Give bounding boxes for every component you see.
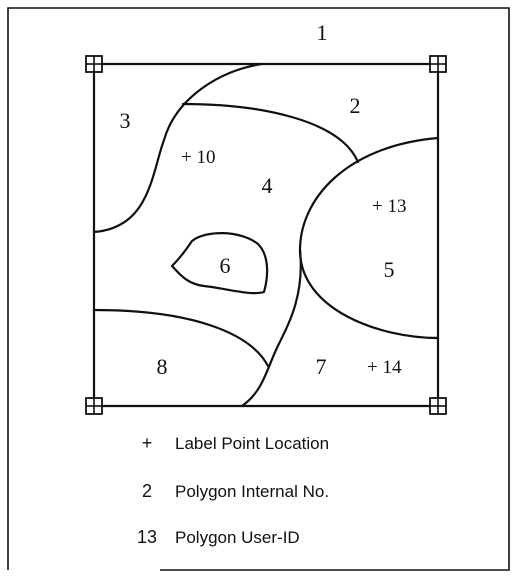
legend-symbol-plus: +	[142, 433, 153, 453]
polygon-number-7: 7	[316, 354, 327, 379]
legend: + Label Point Location 2 Polygon Interna…	[137, 433, 329, 547]
corner-tic-bottom-left	[85, 397, 103, 415]
legend-symbol-internal-no: 2	[142, 481, 152, 501]
corner-tic-bottom-right	[429, 397, 447, 415]
polygon-number-3: 3	[120, 108, 131, 133]
legend-symbol-user-id: 13	[137, 527, 157, 547]
legend-text-label-point: Label Point Location	[175, 434, 329, 453]
arc-2-4	[181, 102, 360, 164]
corner-tic-top-right	[429, 55, 447, 73]
label-point-10: + 10	[181, 147, 215, 168]
coverage-boundary	[92, 62, 440, 408]
polygon-number-5: 5	[384, 257, 395, 282]
arc-3-4	[92, 62, 264, 234]
outer-frame	[7, 7, 510, 571]
label-point-14: + 14	[367, 357, 402, 378]
label-point-13: + 13	[372, 196, 406, 217]
legend-text-user-id: Polygon User-ID	[175, 528, 300, 547]
polygon-number-1: 1	[317, 20, 328, 45]
polygon-number-8: 8	[157, 354, 168, 379]
corner-tic-top-left	[85, 55, 103, 73]
polygon-number-4: 4	[262, 173, 273, 198]
island-polygon-6	[170, 232, 269, 295]
arc-4-7	[240, 248, 302, 408]
legend-text-internal-no: Polygon Internal No.	[175, 482, 329, 501]
arc-8	[92, 308, 270, 368]
polygon-number-6: 6	[220, 253, 231, 278]
polygon-number-2: 2	[350, 93, 361, 118]
arc-5-boundary	[298, 136, 440, 340]
